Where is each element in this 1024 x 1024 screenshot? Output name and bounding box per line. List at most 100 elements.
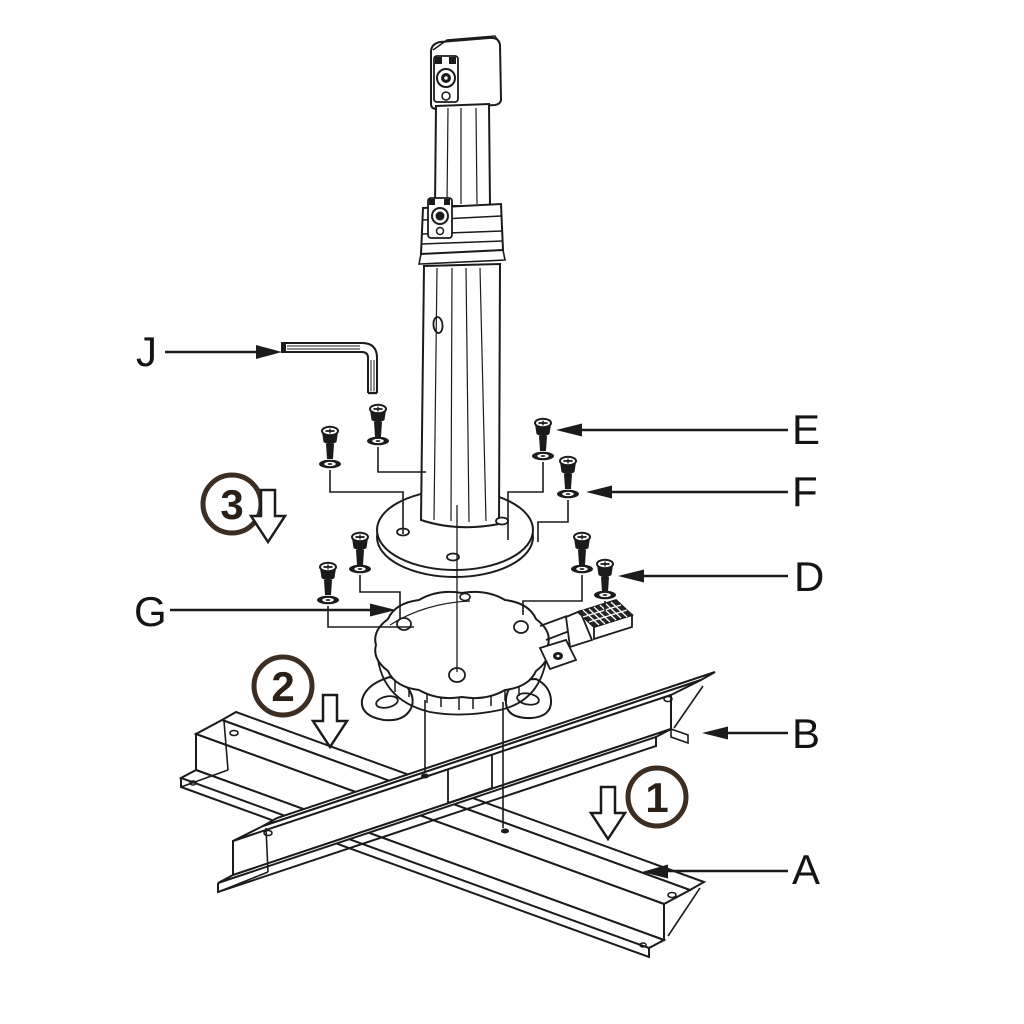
cap-top-face: [432, 35, 501, 51]
step-2-marker: 2: [251, 654, 350, 750]
cap-knob-ring: [436, 68, 456, 88]
step-markers: 3 2 1: [200, 472, 689, 842]
foot-pedal: [538, 598, 634, 671]
label-g: G: [134, 588, 396, 635]
pole-upper-section: [433, 102, 492, 207]
label-b-arrowhead: [702, 726, 728, 740]
bracket-pin-center: [556, 654, 560, 658]
screw: [559, 455, 577, 490]
pedal-grip-texture: [582, 601, 628, 626]
washer: [571, 564, 593, 574]
part-label-callouts: J E F D G B A: [134, 328, 824, 893]
beam-hole-mark: [421, 773, 429, 779]
screw: [573, 531, 591, 566]
plate-hole-right: [513, 620, 529, 634]
step-1-number: 1: [645, 774, 668, 821]
label-e-text: E: [792, 406, 820, 453]
screw: [351, 531, 369, 566]
beam-b-hole: [263, 829, 273, 837]
leader-screw-6: [327, 606, 414, 628]
beam-a-right-end: [667, 887, 701, 937]
beam-a-flange-hole: [189, 780, 197, 786]
step-3-down-arrow: [248, 488, 288, 545]
beam-b-right-end: [673, 685, 704, 729]
pedal-connector: [565, 609, 594, 649]
label-d-arrowhead: [618, 569, 644, 583]
label-a-text: A: [792, 846, 820, 893]
step-1-down-arrow: [588, 785, 628, 842]
scalloped-plate-outline: [374, 590, 550, 700]
pedal-grip-surface: [576, 598, 634, 629]
cross-beam-b: [217, 671, 716, 894]
step-2-circle: [251, 654, 315, 718]
screw: [369, 403, 387, 438]
washer: [319, 459, 341, 469]
cap-plate-corner: [435, 57, 442, 64]
beam-a-left-end: [180, 720, 229, 788]
label-d-text: D: [794, 553, 824, 600]
step-1-marker: 1: [588, 765, 689, 842]
upper-section-facets: [446, 107, 478, 205]
beam-a-hole: [667, 891, 677, 899]
collar-plate-corner: [429, 199, 435, 205]
plate-hole-left: [396, 617, 412, 631]
plate-skirt: [376, 650, 548, 716]
collar-lower-hole: [435, 226, 445, 236]
allen-key: [281, 342, 378, 395]
label-f: F: [586, 468, 818, 515]
collar-knob: [435, 211, 445, 221]
leader-screw-5: [359, 575, 401, 620]
label-e-arrowhead: [556, 423, 582, 437]
beam-a-flange-lip: [180, 778, 650, 959]
step-2-number: 2: [271, 663, 294, 710]
rotating-base-plate: [360, 590, 634, 722]
label-j-arrowhead: [256, 345, 282, 359]
washer-f: [557, 489, 579, 499]
cap-plate-corner: [449, 57, 456, 64]
step-1-circle: [625, 765, 689, 829]
label-e: E: [556, 406, 820, 453]
collar-plate-corner: [444, 199, 450, 205]
flange-hole: [495, 516, 509, 526]
ear-slot-right: [516, 692, 540, 706]
step-2-down-arrow: [310, 693, 350, 750]
beam-interlock-notch: [447, 754, 493, 804]
washer: [367, 436, 389, 446]
label-f-arrowhead: [586, 485, 612, 499]
label-j: J: [136, 328, 282, 375]
label-j-text: J: [136, 328, 157, 375]
washer: [532, 451, 554, 461]
label-b-text: B: [792, 710, 820, 757]
washer: [349, 564, 371, 574]
beam-b-hole: [663, 695, 673, 703]
ratchet-teeth: [394, 679, 520, 710]
label-d: D: [618, 553, 824, 600]
cap-knob-center: [444, 76, 448, 80]
beam-b-flange-lip: [217, 737, 657, 894]
allen-key-tip: [281, 342, 286, 353]
flange-hole: [446, 552, 460, 562]
pole-adjust-hole: [432, 316, 444, 334]
leader-screw-1: [329, 470, 404, 534]
screw-e: [534, 417, 552, 452]
leader-screw-4: [537, 500, 569, 542]
screw: [321, 425, 339, 460]
label-f-text: F: [792, 468, 818, 515]
label-a-arrowhead: [642, 864, 668, 879]
washer: [594, 590, 616, 600]
step-3-marker: 3: [200, 472, 288, 545]
beam-a-flange-hole: [639, 942, 647, 948]
beam-b-end-flange-tab: [670, 727, 689, 745]
step-3-number: 3: [220, 481, 243, 528]
label-a: A: [642, 846, 820, 893]
washer: [317, 595, 339, 605]
pole-lower-section: [419, 262, 502, 529]
collar-knob-ring: [431, 207, 449, 225]
ear-slot-left: [375, 695, 399, 709]
label-g-text: G: [134, 588, 167, 635]
label-b: B: [702, 710, 820, 757]
leader-screw-7: [522, 575, 583, 615]
screw: [319, 561, 337, 596]
